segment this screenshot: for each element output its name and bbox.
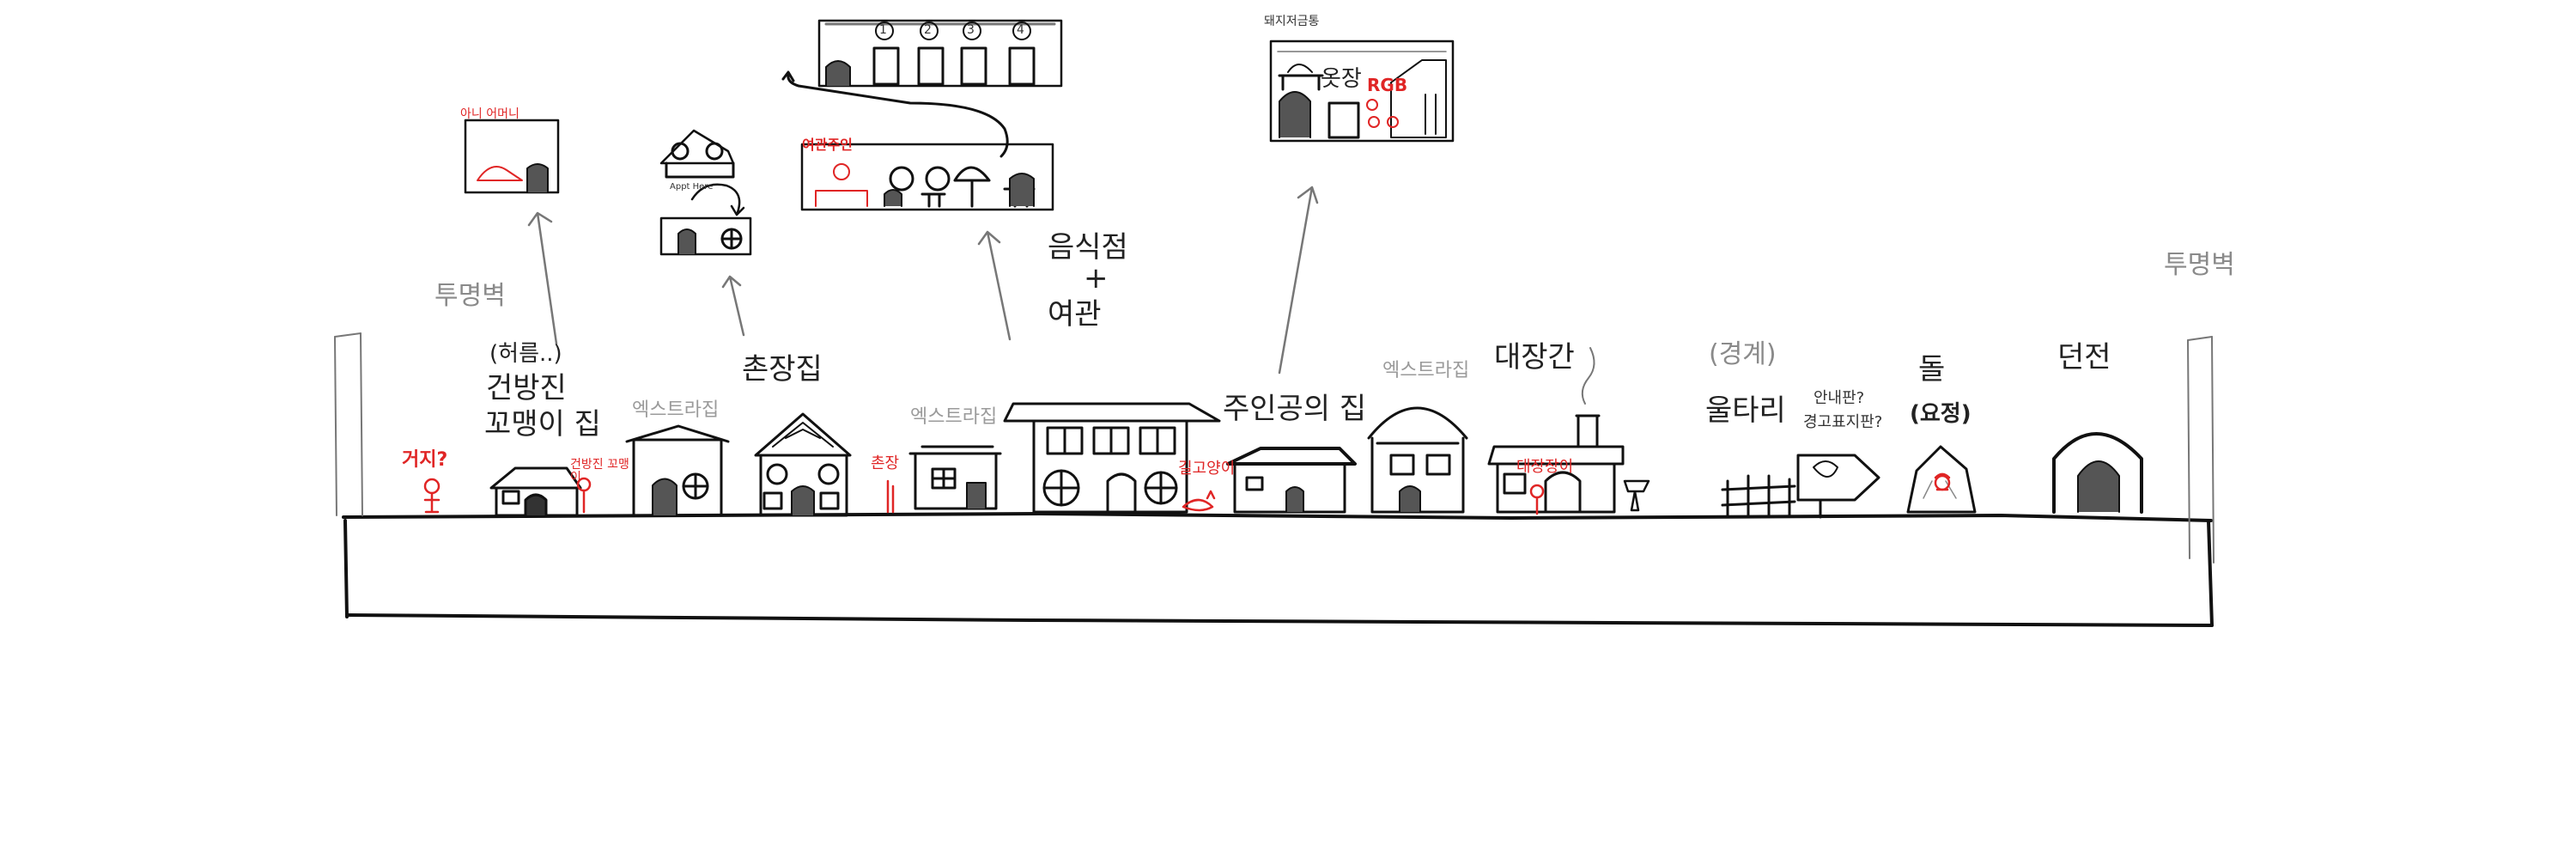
extra-house-2: [908, 445, 1002, 510]
inset-brat-room: [464, 119, 560, 194]
brat-figure: [576, 477, 592, 514]
dungeon-label: 던전: [2057, 340, 2111, 375]
extra-house-1-label: 엑스트라집: [632, 399, 720, 421]
fence: [1721, 474, 1796, 517]
fence-label: 울타리: [1705, 393, 1786, 428]
wardrobe-label: 옷장: [1321, 66, 1362, 92]
room-3-label: 3: [967, 23, 975, 37]
sign-q2-label: 경고표지판?: [1803, 413, 1883, 431]
room-4-label: 4: [1017, 23, 1024, 37]
chief-label: 촌장: [871, 454, 900, 472]
rgb-marks: [1366, 99, 1399, 128]
room-2-label: 2: [924, 23, 932, 37]
smith-label: 대장장이: [1516, 458, 1574, 476]
hero-house-label: 주인공의 집: [1223, 392, 1367, 426]
pig-shop-label: 돼지저금통: [1264, 15, 1320, 28]
hero-house: [1226, 447, 1357, 514]
inset-restaurant: [800, 143, 1054, 211]
old-man-label: 아니 어머니: [460, 107, 519, 121]
brat-house: [489, 466, 582, 517]
extra-house-3-label: 엑스트라집: [1382, 360, 1470, 381]
chief-house: [754, 412, 852, 517]
stray-cat-label: 길고양이: [1178, 460, 1236, 478]
stone-label: 돌: [1918, 352, 1946, 387]
inset-chief-house: [659, 129, 752, 256]
wall-left: [334, 332, 363, 516]
stray-cat: [1182, 490, 1216, 512]
restaurant-inn-building: [1003, 402, 1221, 514]
hmm-label: (허름..): [489, 341, 562, 367]
room-1-label: 1: [879, 23, 887, 37]
chief-connector-arrow: [690, 183, 745, 216]
wall-right: [2187, 336, 2215, 564]
inset-hero-room: [1269, 40, 1455, 143]
extra-house-2-label: 엑스트라집: [910, 406, 998, 428]
rgb-label: RGB: [1367, 75, 1408, 95]
beggar-label: 거지?: [402, 449, 448, 471]
boundary-label: (경계): [1709, 339, 1777, 369]
dungeon-entrance: [2052, 432, 2143, 514]
anvil: [1623, 479, 1650, 512]
wall-right-label: 투명벽: [2164, 250, 2235, 280]
inn-connector-arrow: [781, 70, 1009, 158]
brat-house-label-2: 꼬맹이 집: [484, 407, 601, 442]
chief-note-label: Appt Here: [670, 182, 714, 192]
innkeeper-label: 여관주인: [802, 137, 853, 153]
brat-label: 건방진 꼬맹이: [570, 458, 629, 485]
plus-label: +: [1084, 261, 1109, 295]
fairy-label: (요정): [1910, 401, 1971, 427]
wall-left-label: 투명벽: [434, 281, 506, 311]
fairy-stone: [1906, 445, 1977, 514]
smithy: [1487, 347, 1625, 514]
extra-house-1: [625, 424, 730, 517]
restaurant-label: 음식점: [1048, 230, 1128, 265]
inn-label: 여관: [1048, 297, 1102, 332]
arrows: [527, 186, 1319, 375]
fairy-figure: [1934, 472, 1951, 491]
beggar-figure: [423, 478, 440, 514]
signboard: [1796, 454, 1880, 519]
brat-house-label-1: 건방진: [486, 371, 567, 405]
smith-figure: [1529, 484, 1545, 515]
inset-inn-rooms: [817, 19, 1063, 88]
sign-q1-label: 안내판?: [1814, 389, 1865, 407]
ground-strip: [342, 512, 2214, 627]
chief-house-label: 촌장집: [742, 352, 823, 387]
chief-figure: [886, 479, 895, 514]
smithy-label: 대장간: [1494, 340, 1575, 375]
extra-house-3: [1367, 406, 1468, 514]
